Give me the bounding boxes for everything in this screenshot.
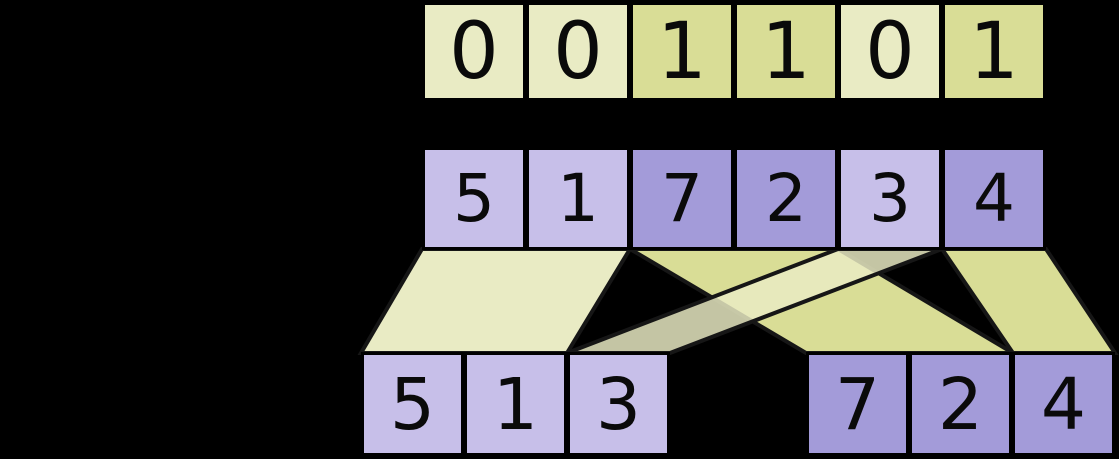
- flag-cell: 0: [526, 2, 630, 101]
- output-right-cell: 4: [1012, 352, 1115, 456]
- value-cell: 5: [422, 147, 526, 250]
- output-left-cell: 1: [464, 352, 567, 456]
- output-left-cell: 3: [567, 352, 670, 456]
- value-cell: 1: [526, 147, 630, 250]
- value-cell: 4: [942, 147, 1046, 250]
- flag-cell: 1: [942, 2, 1046, 101]
- output-right-cell: 2: [909, 352, 1012, 456]
- output-right-cell: 7: [806, 352, 909, 456]
- band-left-group-icon: [357, 247, 634, 355]
- flag-cell: 1: [734, 2, 838, 101]
- flag-cell: 0: [838, 2, 942, 101]
- value-cell: 7: [630, 147, 734, 250]
- output-left-cell: 5: [361, 352, 464, 456]
- value-cell: 2: [734, 147, 838, 250]
- flag-cell: 1: [630, 2, 734, 101]
- value-cell: 3: [838, 147, 942, 250]
- flag-cell: 0: [422, 2, 526, 101]
